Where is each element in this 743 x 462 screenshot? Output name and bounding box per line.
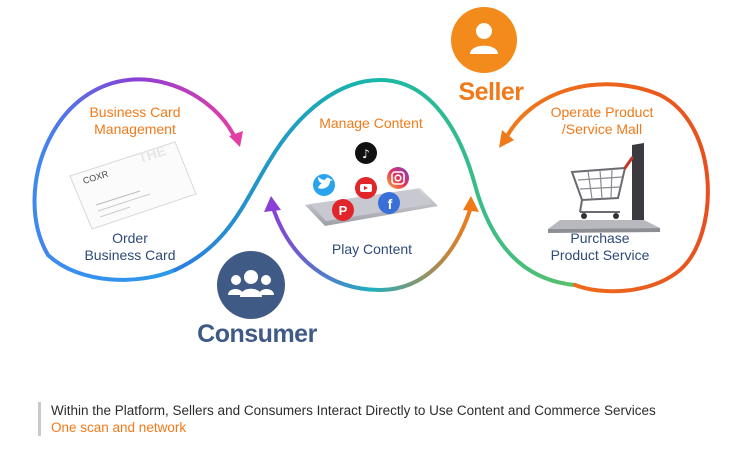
caption: Within the Platform, Sellers and Consume… xyxy=(38,402,656,436)
label-line: Order xyxy=(112,230,148,246)
shopping-cart-icon xyxy=(570,156,634,219)
consumer-icon-circle xyxy=(217,251,285,319)
label-line: Purchase xyxy=(570,230,630,246)
svg-text:♪: ♪ xyxy=(362,147,370,161)
label-line: Management xyxy=(94,121,176,137)
label-line: Business Card xyxy=(84,247,176,263)
svg-text:f: f xyxy=(388,196,393,212)
label-manage-content: Manage Content xyxy=(319,115,423,131)
caption-main: Within the Platform, Sellers and Consume… xyxy=(51,403,656,418)
label-line: Business Card xyxy=(89,104,181,120)
label-business-card-management: Business Card Management xyxy=(70,104,200,138)
youtube-icon xyxy=(355,177,377,199)
instagram-icon xyxy=(387,167,409,189)
business-card-icon: COXR THE xyxy=(69,141,197,230)
label-play-content: Play Content xyxy=(331,241,413,257)
twitter-icon xyxy=(313,174,335,196)
seller-title: Seller xyxy=(458,78,524,106)
label-order-business-card: Order Business Card xyxy=(65,230,195,264)
card-watermark: THE xyxy=(136,142,167,165)
tiktok-icon: ♪ xyxy=(355,142,377,164)
laptop-icon xyxy=(548,143,660,233)
svg-text:P: P xyxy=(339,203,348,218)
facebook-icon: f xyxy=(378,192,400,214)
label-line: Product Service xyxy=(550,247,650,263)
label-operate-mall: Operate Product /Service Mall xyxy=(537,104,667,138)
pinterest-icon: P xyxy=(332,199,354,221)
label-line: /Service Mall xyxy=(561,121,643,137)
seller-icon-circle xyxy=(451,7,517,73)
label-line: Operate Product xyxy=(550,104,654,120)
caption-sub: One scan and network xyxy=(51,420,187,435)
consumer-title: Consumer xyxy=(197,320,317,348)
label-purchase: Purchase Product Service xyxy=(535,230,665,264)
